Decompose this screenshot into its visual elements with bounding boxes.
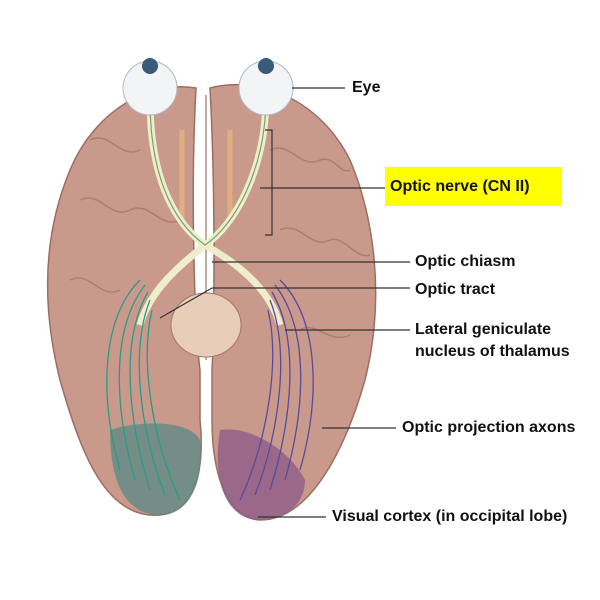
label-projection-axons: Optic projection axons [402,419,576,436]
right-visual-cortex [217,429,305,520]
highlight-box [385,167,562,206]
label-optic-chiasm: Optic chiasm [415,253,516,270]
label-lgn-line1: Lateral geniculate [415,321,552,338]
label-optic-nerve: Optic nerve (CN II) [390,178,530,195]
label-visual-cortex: Visual cortex (in occipital lobe) [332,508,568,525]
optic-tract-leader [159,287,410,319]
label-optic-tract: Optic tract [415,281,496,298]
label-eye: Eye [352,79,381,96]
label-lgn-line2: nucleus of thalamus [415,343,570,360]
brainstem [170,292,242,358]
